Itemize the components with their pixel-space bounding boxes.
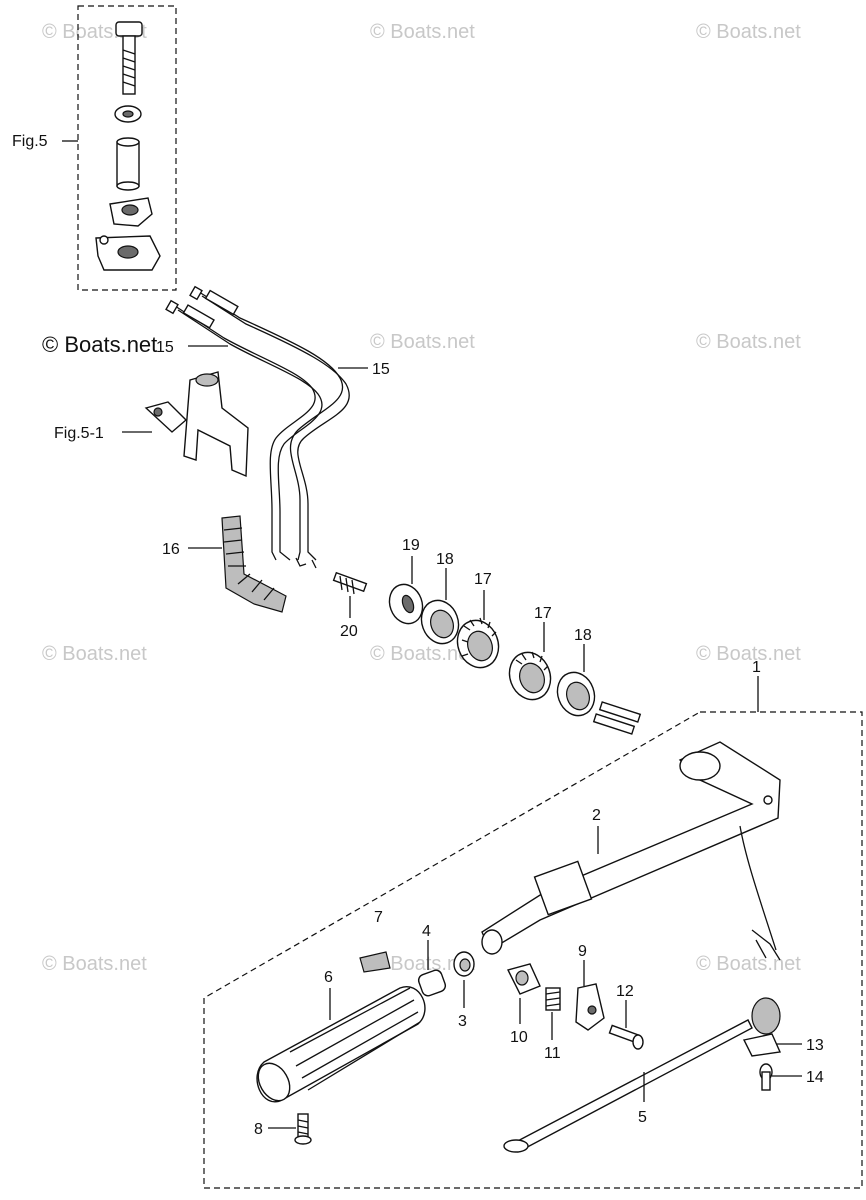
plate-19 (388, 583, 424, 625)
fig5-1-bracket (144, 371, 249, 478)
gear-17b (508, 651, 552, 701)
watermark: © Boats.net (370, 953, 475, 975)
arm-bracket (739, 825, 777, 951)
watermark: © Boats.net (370, 21, 475, 43)
assembly-1-box (203, 711, 863, 1189)
label-3: 3 (458, 1013, 467, 1030)
spring-11 (545, 987, 561, 1011)
clip-13 (742, 1033, 782, 1057)
washer-3 (453, 951, 475, 977)
label-5: 5 (638, 1109, 647, 1126)
label-9: 9 (578, 943, 587, 960)
watermark: © Boats.net (42, 953, 147, 975)
watermark-main: © Boats.net (42, 332, 157, 357)
clamp-9 (575, 983, 605, 1031)
fig5-bushing (109, 197, 153, 227)
fig5-box (77, 5, 177, 291)
nut-10 (506, 963, 541, 995)
label-1: 1 (752, 659, 761, 676)
label-20: 20 (340, 623, 358, 640)
watermark: © Boats.net (696, 643, 801, 665)
fig5-washer-hole (122, 110, 134, 118)
bushing-18a (420, 599, 460, 645)
label-4: 4 (422, 923, 431, 940)
bolt-12 (608, 1024, 644, 1050)
tiller-arm-2 (481, 741, 781, 955)
fig5-collar (116, 137, 140, 191)
watermark: © Boats.net (370, 331, 475, 353)
label-2: 2 (592, 807, 601, 824)
throttle-cables (165, 285, 350, 569)
label-17b: 17 (534, 605, 552, 622)
screw-8 (294, 1113, 312, 1145)
label-18a: 18 (436, 551, 454, 568)
label-15: 15 (372, 361, 390, 378)
hose-16 (221, 515, 287, 613)
grip-6 (256, 985, 426, 1103)
label-17a: 17 (474, 571, 492, 588)
plate-7 (359, 951, 391, 973)
label-fig5: Fig.5 (12, 133, 48, 150)
label-10: 10 (510, 1029, 528, 1046)
cable-ends (592, 701, 642, 735)
rod-5 (503, 997, 781, 1153)
label-7: 7 (374, 909, 383, 926)
label-18b: 18 (574, 627, 592, 644)
label-16: 16 (162, 541, 180, 558)
label-14: 14 (806, 1069, 824, 1086)
arm-clip (751, 929, 781, 961)
fig5-bracket (95, 235, 161, 271)
bushing-18b (556, 671, 596, 717)
watermark: © Boats.net (696, 953, 801, 975)
label-13: 13 (806, 1037, 824, 1054)
label-11: 11 (544, 1045, 561, 1062)
fig5-bolt (115, 21, 143, 95)
label-12: 12 (616, 983, 634, 1000)
watermark: © Boats.net (42, 643, 147, 665)
label-19: 19 (402, 537, 420, 554)
label-15b: 15 (156, 339, 174, 356)
watermark: © Boats.net (370, 643, 475, 665)
watermark: © Boats.net (696, 21, 801, 43)
label-fig5-1: Fig.5-1 (54, 425, 104, 442)
collar-4 (417, 969, 447, 997)
screw-14 (759, 1063, 773, 1091)
gear-17a (456, 617, 500, 669)
watermark: © Boats.net (696, 331, 801, 353)
label-6: 6 (324, 969, 333, 986)
pin-20 (332, 571, 368, 595)
label-8: 8 (254, 1121, 263, 1138)
